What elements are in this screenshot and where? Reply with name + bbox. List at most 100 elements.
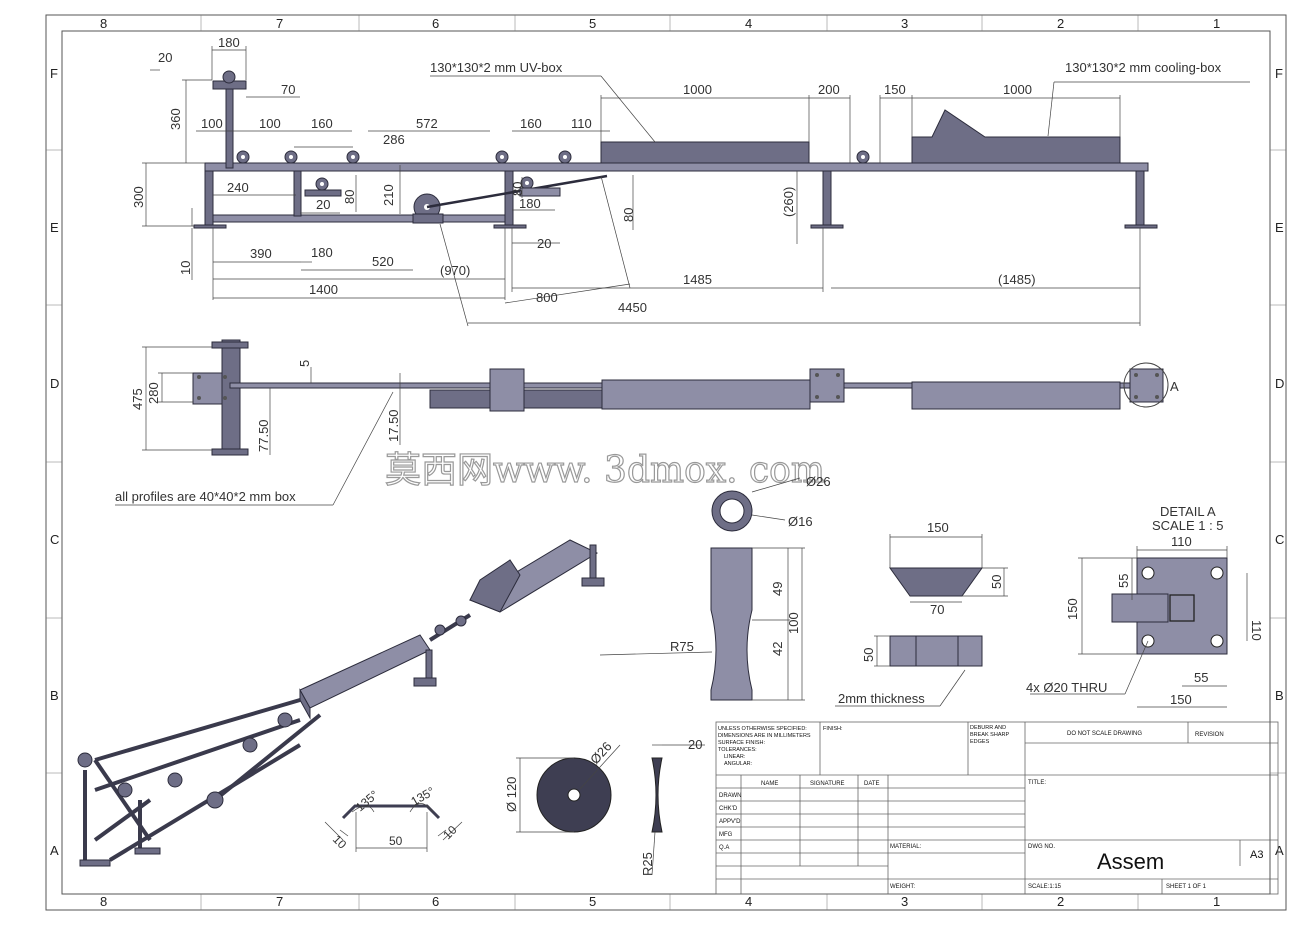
leg [504, 170, 514, 227]
zone-col-label: 7 [276, 16, 283, 31]
tb-note-line: UNLESS OTHERWISE SPECIFIED: [718, 726, 807, 732]
tb-row-label: CHK'D [719, 806, 738, 812]
tb-scale: SCALE:1:15 [1028, 884, 1062, 890]
zone-row-label: C [50, 532, 59, 547]
dim-label: 1000 [683, 82, 712, 97]
dim-label: 150 [1170, 692, 1192, 707]
tb-note-line: SURFACE FINISH: [718, 740, 766, 746]
dim-label: 475 [130, 388, 145, 410]
dim-label: 110 [571, 116, 592, 131]
leg [204, 170, 214, 227]
zone-row-label: E [1275, 220, 1284, 235]
dim-label: 160 [311, 116, 333, 131]
dim-label: R25 [640, 852, 655, 876]
belt [426, 174, 608, 209]
cooling-box [911, 109, 1121, 164]
dim-label: 1000 [1003, 82, 1032, 97]
vertical-bar [225, 87, 234, 169]
zone-row-label: D [1275, 376, 1284, 391]
dim-label: 210 [381, 184, 396, 206]
tb-note-line: LINEAR: [724, 754, 746, 760]
dim-label: 240 [227, 180, 249, 195]
tb-col-signature: SIGNATURE [810, 781, 845, 787]
dim-label: 4x Ø20 THRU [1026, 680, 1107, 695]
plan-rail [229, 382, 603, 389]
dim-label: 50 [861, 648, 876, 662]
lower-rail [211, 214, 513, 223]
post [293, 170, 302, 217]
zone-col-label: 2 [1057, 894, 1064, 909]
detail-scale: SCALE 1 : 5 [1152, 518, 1224, 533]
title-block: UNLESS OTHERWISE SPECIFIED: DIMENSIONS A… [715, 721, 1279, 895]
foot-plate [1124, 224, 1158, 229]
dim-label: 160 [520, 116, 542, 131]
dim-label: 80 [342, 190, 357, 204]
zone-row-label: D [50, 376, 59, 391]
zone-row-label: B [50, 688, 59, 703]
tb-row-label: Q.A [719, 845, 729, 851]
disc-detail: Ø 120 Ø26 20 R25 [504, 737, 705, 876]
tb-col-date: DATE [864, 781, 880, 787]
zone-col-label: 7 [276, 894, 283, 909]
zone-col-label: 2 [1057, 16, 1064, 31]
tb-row-label: APPV'D [719, 819, 741, 825]
tb-deburr: EDGES [970, 739, 990, 745]
dim-label: (970) [440, 263, 470, 278]
zone-col-label: 3 [901, 894, 908, 909]
tb-title-label: TITLE: [1028, 780, 1046, 786]
zone-col-label: 1 [1213, 894, 1220, 909]
tb-dwg-name: Assem [1097, 849, 1164, 874]
dim-label: 10 [178, 261, 193, 275]
profiles-note: all profiles are 40*40*2 mm box [115, 489, 296, 504]
dim-label: 20 [537, 236, 551, 251]
dim-label: 55 [1194, 670, 1208, 685]
dim-label: 80 [510, 182, 525, 196]
dim-label: (1485) [998, 272, 1036, 287]
zone-col-label: 8 [100, 894, 107, 909]
dim-label: 520 [372, 254, 394, 269]
dim-label: 5 [297, 360, 312, 367]
roller-bearings [236, 150, 870, 197]
dim-label: 20 [316, 197, 330, 212]
tb-revision: REVISION [1195, 732, 1224, 738]
dim-label: 70 [930, 602, 944, 617]
detail-title: DETAIL A [1160, 504, 1216, 519]
dim-label: 180 [519, 196, 541, 211]
zone-row-label: A [1275, 843, 1284, 858]
tb-weight: WEIGHT: [890, 884, 915, 890]
dim-label: 77.50 [256, 419, 271, 452]
tb-material: MATERIAL: [890, 844, 922, 850]
bearing [222, 70, 236, 84]
foot-plate [493, 224, 527, 229]
dim-label: 180 [218, 35, 240, 50]
zone-row-label: B [1275, 688, 1284, 703]
zone-col-label: 4 [745, 16, 752, 31]
zone-row-label: F [1275, 66, 1283, 81]
uv-box-note: 130*130*2 mm UV-box [430, 60, 563, 75]
tb-dwg-no: DWG NO. [1028, 844, 1055, 850]
dim-label: 180 [311, 245, 333, 260]
tb-sheet: SHEET 1 OF 1 [1166, 884, 1207, 890]
leg [1135, 170, 1145, 227]
dim-label: 100 [259, 116, 281, 131]
dim-label: 50 [989, 575, 1004, 589]
tb-deburr: DEBURR AND [970, 725, 1006, 731]
dim-label: 200 [818, 82, 840, 97]
dim-label: 150 [1065, 598, 1080, 620]
sheet-frame: 8 7 6 5 4 3 2 1 8 7 6 5 4 3 2 1 F E D C … [45, 14, 1287, 911]
tb-note-line: DIMENSIONS ARE IN MILLIMETERS [718, 733, 811, 739]
dim-label: 150 [884, 82, 906, 97]
zone-row-label: C [1275, 532, 1284, 547]
tb-do-not-scale: DO NOT SCALE DRAWING [1067, 731, 1142, 737]
dim-label: Ø 120 [504, 777, 519, 812]
cooling-box-note: 130*130*2 mm cooling-box [1065, 60, 1222, 75]
dim-label: 1485 [683, 272, 712, 287]
zone-col-label: 6 [432, 16, 439, 31]
dim-label: 100 [786, 612, 801, 634]
dim-label: 360 [168, 108, 183, 130]
dim-label: 135° [353, 787, 381, 814]
dim-label: 55 [1116, 574, 1131, 588]
zone-col-label: 8 [100, 16, 107, 31]
dim-label: 10 [440, 823, 460, 843]
